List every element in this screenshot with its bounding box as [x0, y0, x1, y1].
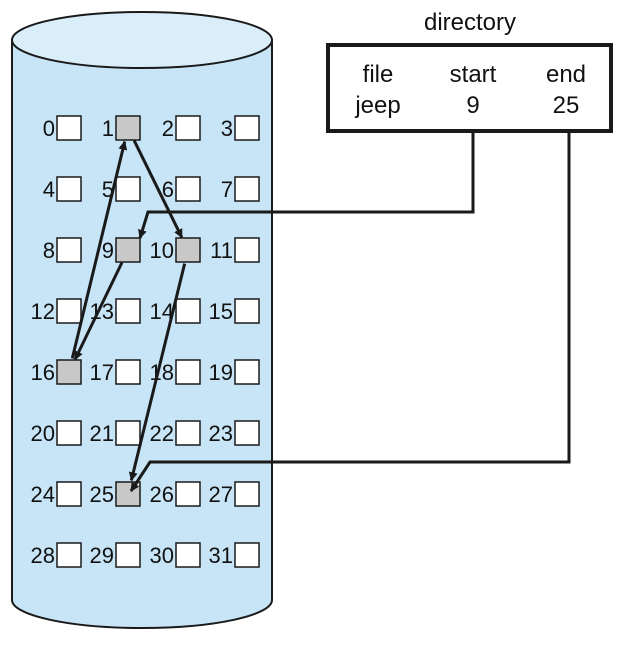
free-block-2: [175, 115, 201, 141]
free-block-0: [56, 115, 82, 141]
end-pointer-arrow: [129, 132, 571, 492]
block-label-23: 23: [209, 421, 233, 446]
block-label-4: 4: [43, 177, 55, 202]
free-block-7: [234, 176, 260, 202]
free-block-22: [175, 420, 201, 446]
header-start: start: [450, 61, 497, 88]
block-label-20: 20: [31, 421, 55, 446]
block-label-31: 31: [209, 543, 233, 568]
free-block-13: [115, 298, 141, 324]
block-label-30: 30: [150, 543, 174, 568]
block-label-27: 27: [209, 482, 233, 507]
block-label-16: 16: [31, 360, 55, 385]
chain-arrow-9-to-16: [73, 261, 124, 361]
header-end: end: [546, 61, 586, 88]
directory-pointers: [129, 132, 571, 492]
block-label-1: 1: [102, 116, 114, 141]
block-label-9: 9: [102, 238, 114, 263]
block-label-19: 19: [209, 360, 233, 385]
free-block-8: [56, 237, 82, 263]
entry-file: jeep: [354, 92, 400, 119]
free-block-28: [56, 542, 82, 568]
block-label-12: 12: [31, 299, 55, 324]
free-block-23: [234, 420, 260, 446]
start-pointer-arrow: [138, 132, 475, 239]
free-block-30: [175, 542, 201, 568]
free-block-18: [175, 359, 201, 385]
free-block-31: [234, 542, 260, 568]
block-chain-arrows: [70, 139, 187, 482]
block-label-11: 11: [210, 238, 233, 263]
free-block-26: [175, 481, 201, 507]
block-label-24: 24: [31, 482, 55, 507]
block-label-29: 29: [90, 543, 114, 568]
header-file: file: [363, 61, 394, 88]
free-block-15: [234, 298, 260, 324]
block-label-0: 0: [43, 116, 55, 141]
free-block-24: [56, 481, 82, 507]
block-label-22: 22: [150, 421, 174, 446]
chain-arrow-1-to-10: [132, 139, 184, 239]
block-label-8: 8: [43, 238, 55, 263]
block-label-21: 21: [90, 421, 114, 446]
block-label-10: 10: [150, 238, 174, 263]
entry-start: 9: [466, 92, 479, 119]
free-block-4: [56, 176, 82, 202]
free-block-20: [56, 420, 82, 446]
used-block-9: [115, 237, 141, 263]
free-block-3: [234, 115, 260, 141]
block-label-7: 7: [221, 177, 233, 202]
block-label-28: 28: [31, 543, 55, 568]
used-block-1: [115, 115, 141, 141]
directory-panel: directory file start end jeep 9 25: [326, 9, 613, 133]
chain-arrow-16-to-1: [70, 140, 128, 359]
free-block-6: [175, 176, 201, 202]
cylinder-top: [11, 11, 273, 69]
free-block-21: [115, 420, 141, 446]
used-block-10: [175, 237, 201, 263]
free-block-29: [115, 542, 141, 568]
block-label-17: 17: [90, 360, 114, 385]
free-block-12: [56, 298, 82, 324]
block-label-25: 25: [90, 482, 114, 507]
used-block-16: [56, 359, 82, 385]
directory-title: directory: [424, 9, 516, 36]
free-block-19: [234, 359, 260, 385]
entry-end: 25: [553, 92, 580, 119]
free-block-11: [234, 237, 260, 263]
block-label-6: 6: [162, 177, 174, 202]
block-label-26: 26: [150, 482, 174, 507]
free-block-17: [115, 359, 141, 385]
free-block-14: [175, 298, 201, 324]
block-label-2: 2: [162, 116, 174, 141]
free-block-27: [234, 481, 260, 507]
block-label-3: 3: [221, 116, 233, 141]
block-label-18: 18: [150, 360, 174, 385]
used-block-25: [115, 481, 141, 507]
block-label-15: 15: [209, 299, 233, 324]
chain-arrow-10-to-25: [128, 263, 187, 482]
directory-box: [326, 43, 613, 133]
free-block-5: [115, 176, 141, 202]
